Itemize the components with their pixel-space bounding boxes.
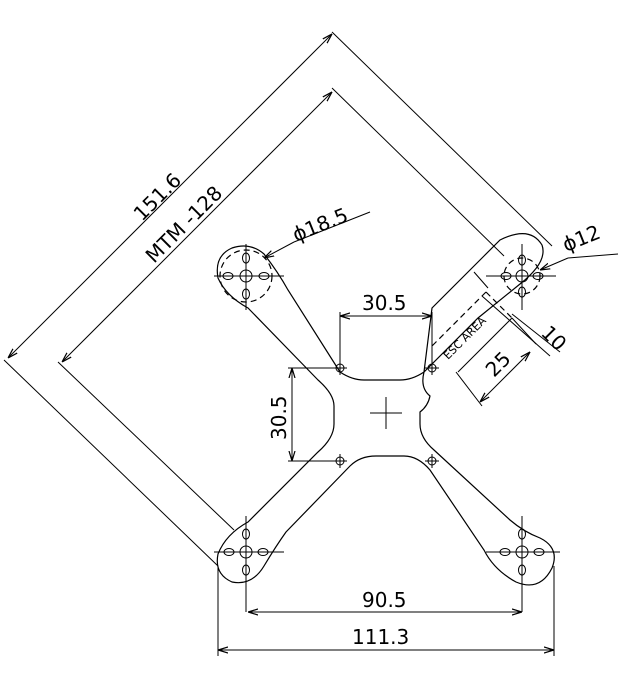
mount-hole-br — [425, 454, 439, 468]
dim-small-dia: ϕ12 — [540, 220, 619, 270]
dim-esc-length-text: 25 — [481, 347, 516, 382]
dim-diagonal-inner: MTM -128 — [57, 87, 505, 531]
dim-esc-width-text: 10 — [536, 321, 571, 356]
dim-motor-spacing-text: 90.5 — [362, 588, 407, 612]
motor-pad-bl — [214, 516, 284, 612]
motor-pad-tr — [486, 244, 556, 310]
dim-small-dia-text: ϕ12 — [559, 220, 604, 257]
dim-center-v: 30.5 — [267, 367, 336, 462]
motor-pad-tl — [214, 244, 284, 310]
dim-overall-width: 111.3 — [217, 566, 555, 656]
motor-pad-br — [486, 516, 560, 612]
center-mark — [370, 397, 402, 429]
dim-center-h: 30.5 — [339, 291, 433, 366]
dim-center-v-text: 30.5 — [267, 395, 291, 440]
dim-overall-width-text: 111.3 — [352, 625, 409, 649]
dim-motor-spacing: 90.5 — [248, 588, 522, 612]
esc-area-label: ESC AREA — [441, 314, 489, 362]
dim-motor-dia: ϕ18.5 — [264, 203, 371, 258]
dim-motor-dia-text: ϕ18.5 — [289, 203, 352, 247]
dim-diagonal-outer: 151.6 — [3, 31, 553, 567]
dim-center-h-text: 30.5 — [362, 291, 407, 315]
